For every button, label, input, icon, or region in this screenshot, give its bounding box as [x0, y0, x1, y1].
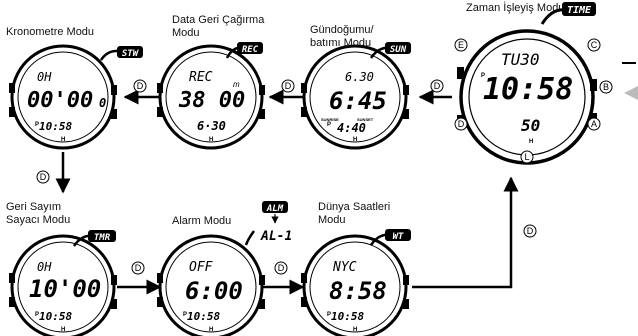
alm-badge: ALM AL-1 — [244, 201, 292, 246]
label-sunrise-sunset: Gündoğumu/ batımı Modu — [310, 24, 374, 49]
watch-timekeeping: TU30 P 10:58 50 H — [457, 29, 597, 165]
svg-text:E: E — [458, 40, 464, 50]
alm-row1: OFF — [189, 260, 214, 275]
svg-text:D: D — [527, 226, 534, 236]
alm-p: P — [183, 312, 187, 318]
watch-stopwatch: 0H 00'00 0 P 10:58 H — [9, 44, 117, 150]
label-data-recall: Data Geri Çağırma Modu — [172, 14, 265, 39]
svg-text:C: C — [591, 40, 598, 50]
label-stopwatch: Kronometre Modu — [6, 26, 95, 38]
tmr-badge: TMR — [72, 230, 116, 247]
arrow-wt-to-time — [412, 176, 519, 289]
svg-text:D: D — [458, 119, 465, 129]
watch-data-recall: REC m 38 00 6·30 H — [157, 44, 265, 150]
rec-row1: REC — [189, 70, 213, 85]
button-d: D — [454, 117, 468, 131]
sun-p: P — [327, 122, 331, 128]
time-bottom: 50 — [521, 116, 540, 135]
tmr-bottom: 10:58 — [39, 310, 72, 323]
alm-bottom: 10:58 — [187, 310, 220, 323]
wt-main: 8:58 — [329, 277, 387, 305]
svg-text:B: B — [603, 82, 609, 92]
d-label: D — [131, 261, 145, 275]
stopwatch-badge: STW — [99, 46, 143, 61]
alm-badge-sub: AL-1 — [260, 229, 292, 244]
rec-badge: REC — [225, 42, 263, 59]
button-c: C — [587, 38, 601, 52]
stw-main: 00'00 — [27, 88, 93, 113]
label-timekeeping: Zaman İşleyiş Modu — [466, 2, 565, 14]
watch-countdown-timer: 0H 10'00 P 10:58 H — [9, 234, 117, 336]
right-pointer — [622, 62, 638, 100]
alm-main: 6:00 — [185, 277, 243, 305]
button-b: B — [599, 80, 613, 94]
d-label: D — [430, 79, 444, 93]
d-label: D — [133, 79, 147, 93]
rec-h: H — [209, 137, 213, 143]
wt-badge: WT — [369, 229, 411, 246]
watch-sunrise-sunset: 6.30 6:45 SUNRISE SUNSET P 4:40 H — [301, 44, 409, 150]
button-l: L — [520, 150, 534, 164]
flow-arrows — [55, 89, 519, 295]
svg-text:L: L — [524, 152, 529, 162]
label-world-time: Dünya Saatleri Modu — [318, 201, 391, 226]
watch-world-time: NYC 8:58 P 10:58 H — [301, 234, 409, 336]
rec-bottom: 6·30 — [197, 119, 226, 133]
wt-h: H — [353, 327, 357, 333]
time-badge: TIME — [540, 2, 596, 25]
alm-h: H — [209, 327, 213, 333]
d-label: D — [274, 261, 288, 275]
watch-alarm: OFF 6:00 P 10:58 H — [157, 234, 265, 336]
svg-text:D: D — [285, 81, 292, 91]
time-row1: TU30 — [501, 50, 540, 69]
time-h: H — [529, 139, 533, 145]
wt-bottom: 10:58 — [331, 310, 364, 323]
svg-text:D: D — [137, 81, 144, 91]
tmr-row1: 0H — [37, 260, 52, 274]
label-alarm: Alarm Modu — [172, 215, 232, 227]
svg-text:TMR: TMR — [94, 233, 111, 243]
svg-text:D: D — [278, 263, 285, 273]
sun-h: H — [353, 137, 357, 143]
stw-bottom: 10:58 — [39, 120, 72, 133]
svg-text:WT: WT — [393, 232, 404, 242]
button-a: A — [587, 117, 601, 131]
button-e: E — [454, 38, 468, 52]
svg-text:D: D — [135, 263, 142, 273]
time-p: P — [481, 73, 485, 79]
sun-bottom: 4:40 — [337, 121, 366, 135]
rec-main: 38 00 — [178, 88, 245, 113]
svg-text:REC: REC — [242, 45, 259, 55]
d-label: D — [36, 170, 50, 184]
sun-main: 6:45 — [329, 87, 387, 115]
stw-h: H — [61, 137, 65, 143]
stw-main-suffix: 0 — [99, 96, 106, 110]
button-letters: E C B D A L — [454, 38, 613, 164]
label-countdown-timer: Geri Sayım Sayacı Modu — [6, 201, 71, 226]
wt-row1: NYC — [332, 260, 357, 275]
time-main: 10:58 — [483, 72, 573, 107]
svg-text:D: D — [40, 172, 47, 182]
svg-text:A: A — [591, 119, 597, 129]
sunset-tiny: SUNSET — [357, 117, 374, 122]
svg-text:STW: STW — [122, 49, 140, 59]
tmr-p: P — [35, 312, 39, 318]
rec-row1-suffix: m — [233, 80, 240, 89]
svg-text:D: D — [434, 81, 441, 91]
tmr-h: H — [61, 327, 65, 333]
stw-p: P — [35, 122, 39, 128]
stw-row1: 0H — [37, 70, 52, 84]
sun-badge: SUN — [369, 42, 411, 59]
d-label: D — [523, 224, 537, 238]
sun-row1: 6.30 — [345, 70, 374, 84]
d-label: D — [281, 79, 295, 93]
arrow-labels: D D D D D D D — [36, 79, 537, 275]
sunrise-tiny: SUNRISE — [321, 117, 339, 122]
wt-p: P — [327, 312, 331, 318]
svg-text:ALM: ALM — [266, 204, 284, 214]
svg-text:SUN: SUN — [390, 45, 407, 55]
svg-text:TIME: TIME — [567, 5, 592, 16]
tmr-main: 10'00 — [29, 275, 101, 303]
